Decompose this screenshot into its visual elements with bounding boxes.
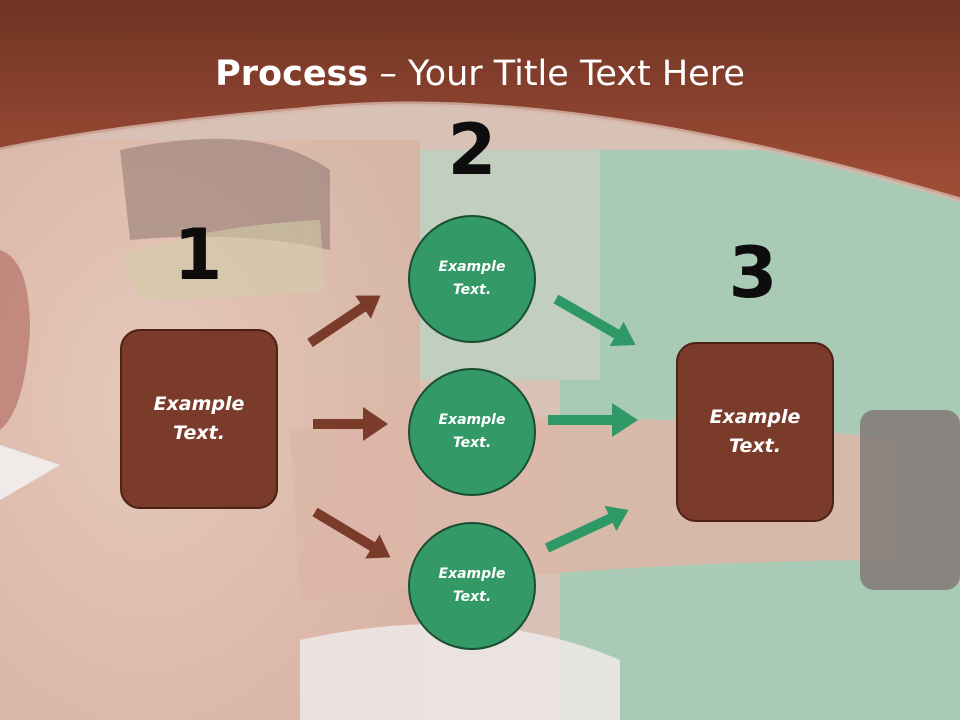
green-arrows — [544, 294, 638, 553]
step-2-number: 2 — [447, 109, 497, 191]
step-3-number: 3 — [728, 232, 778, 314]
step-3-text: Example Text. — [709, 406, 801, 457]
arrow-1-to-circle-middle — [313, 407, 388, 441]
title-bold: Process — [215, 54, 369, 94]
step-1-box: Example Text. — [120, 329, 278, 509]
slide-title: Process – Your Title Text Here — [0, 52, 960, 96]
arrow-circle-top-to-3 — [553, 294, 636, 347]
step-3-box: Example Text. — [676, 342, 834, 522]
step-2-circle-bottom: Example Text. — [408, 522, 536, 650]
circle-bottom-text: Example Text. — [438, 566, 506, 605]
step-1-number: 1 — [173, 214, 223, 296]
brown-arrows — [307, 295, 391, 559]
arrow-1-to-circle-top — [307, 295, 381, 348]
title-rest: – Your Title Text Here — [368, 54, 745, 94]
step-1-text: Example Text. — [153, 393, 245, 444]
step-2-circle-middle: Example Text. — [408, 368, 536, 496]
step-2-circle-top: Example Text. — [408, 215, 536, 343]
arrow-1-to-circle-bottom — [312, 507, 391, 559]
circle-middle-text: Example Text. — [438, 412, 506, 451]
arrow-circle-bottom-to-3 — [544, 505, 629, 553]
arrow-circle-middle-to-3 — [548, 403, 638, 437]
circle-top-text: Example Text. — [438, 259, 506, 298]
